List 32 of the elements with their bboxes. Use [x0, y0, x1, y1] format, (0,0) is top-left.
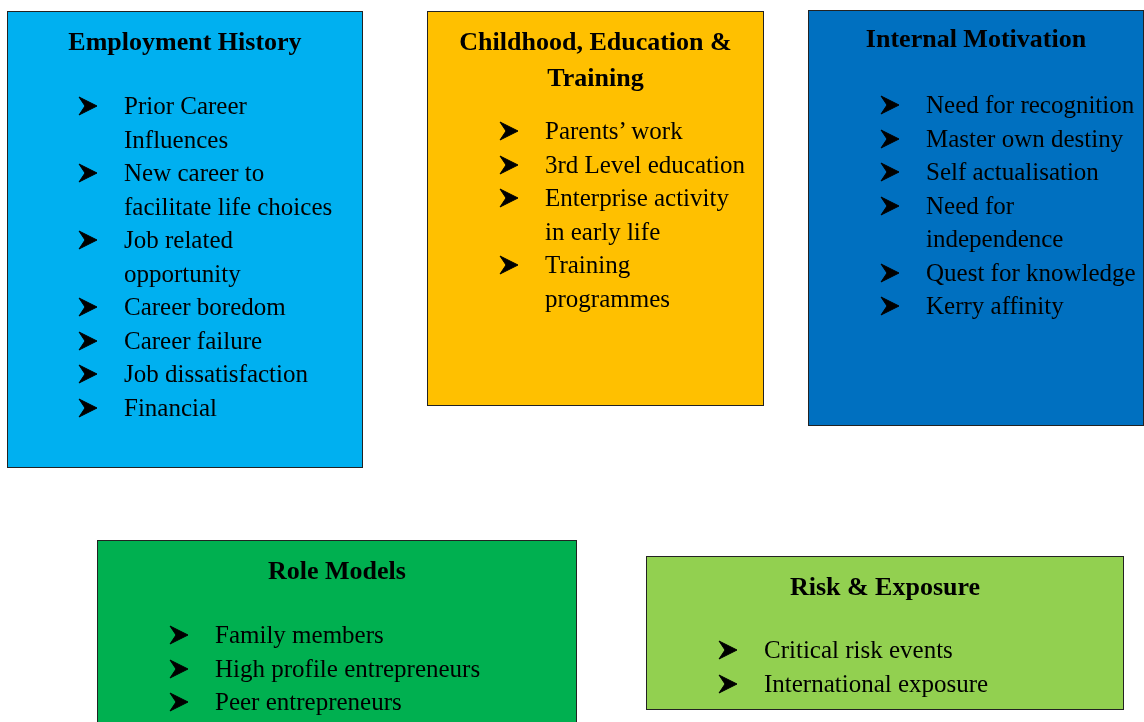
- category-box: [427, 11, 764, 406]
- list-item: Job related opportunity: [124, 226, 241, 287]
- list-item: International exposure: [764, 669, 989, 697]
- list-item: High profile entrepreneurs: [215, 654, 481, 682]
- list-item: Critical risk events: [764, 636, 953, 663]
- category-box: [7, 11, 363, 468]
- list-item: 3rd Level education: [545, 150, 745, 178]
- box-heading: Internal Motivation: [865, 23, 1087, 55]
- list-item: Enterprise activity in early life: [545, 184, 729, 245]
- category-box: [808, 10, 1144, 426]
- box-heading: Employment History: [68, 26, 302, 58]
- list-item: Career boredom: [124, 293, 286, 320]
- list-item: Financial: [124, 393, 218, 421]
- list-item: Kerry affinity: [926, 292, 1064, 319]
- category-box: [646, 556, 1124, 710]
- list-item: Parents’ work: [545, 117, 683, 144]
- box-heading: Childhood, Education & Training: [458, 26, 733, 94]
- list-item: Need for recognition: [926, 91, 1135, 118]
- list-item: Quest for knowledge: [926, 258, 1136, 286]
- list-item: Master own destiny: [926, 124, 1124, 152]
- list-item: Need for independence: [926, 191, 1064, 252]
- list-item: New career to facilitate life choices: [124, 159, 333, 220]
- list-item: Peer entrepreneurs: [215, 688, 402, 715]
- list-item: Career failure: [124, 326, 263, 354]
- list-item: Self actualisation: [926, 158, 1099, 185]
- list-item: Training programmes: [545, 251, 670, 312]
- category-box: [97, 540, 577, 722]
- list-item: Job dissatisfaction: [124, 360, 308, 387]
- list-item: Family members: [215, 621, 384, 648]
- box-heading: Risk & Exposure: [789, 571, 981, 603]
- box-heading: Role Models: [268, 555, 406, 587]
- list-item: Prior Career Influences: [124, 92, 247, 153]
